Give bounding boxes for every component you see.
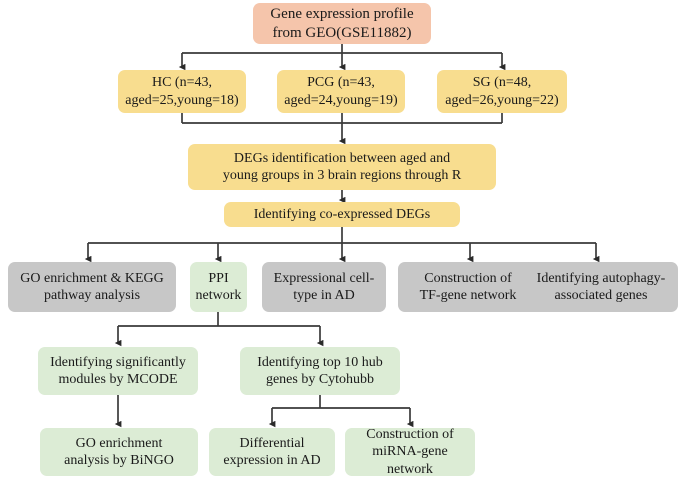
node-autophagy-line2: associated genes bbox=[554, 288, 648, 303]
node-go-kegg-line2: pathway analysis bbox=[43, 288, 141, 303]
node-degs-line1: DEGs identification between aged and bbox=[233, 150, 451, 166]
node-mcode-modules[interactable]: Identifying significantly modules by MCO… bbox=[38, 347, 198, 395]
node-hc-line2: aged=25,young=18) bbox=[125, 92, 239, 108]
node-mirna-line2: miRNA-gene network bbox=[372, 444, 448, 477]
node-celltype-line2: type in AD bbox=[293, 288, 355, 303]
node-mirna-gene-network[interactable]: Construction of miRNA-gene network bbox=[345, 427, 475, 477]
node-ppi-network[interactable]: PPI network bbox=[190, 262, 247, 312]
node-bingo-line2: analysis by BiNGO bbox=[64, 453, 174, 468]
node-tf-line2: TF-gene network bbox=[419, 288, 517, 303]
node-mirna-line1: Construction of bbox=[366, 427, 454, 443]
node-coexpressed-label: Identifying co-expressed DEGs bbox=[253, 206, 431, 222]
node-go-kegg[interactable]: GO enrichment & KEGG pathway analysis bbox=[8, 262, 176, 312]
node-pcg[interactable]: PCG (n=43, aged=24,young=19) bbox=[277, 70, 405, 113]
node-diffad-line1: Differential bbox=[239, 435, 305, 451]
node-cytohubb-line1: Identifying top 10 hub bbox=[257, 354, 383, 370]
node-degs-identification[interactable]: DEGs identification between aged and you… bbox=[188, 144, 496, 190]
node-sg-line2: aged=26,young=22) bbox=[445, 92, 559, 108]
node-mcode-line2: modules by MCODE bbox=[58, 372, 178, 387]
node-tf-gene-network[interactable]: Construction of TF-gene network bbox=[398, 262, 538, 312]
node-tf-line1: Construction of bbox=[424, 270, 512, 286]
node-hc[interactable]: HC (n=43, aged=25,young=18) bbox=[118, 70, 246, 113]
node-coexpressed-degs[interactable]: Identifying co-expressed DEGs bbox=[224, 202, 460, 227]
node-cytohubb-line2: genes by Cytohubb bbox=[265, 372, 375, 387]
node-ppi-line2: network bbox=[195, 288, 242, 303]
node-expressional-cell-type[interactable]: Expressional cell- type in AD bbox=[262, 262, 386, 312]
node-degs-line2: young groups in 3 brain regions through … bbox=[222, 168, 462, 183]
node-diffad-line2: expression in AD bbox=[223, 453, 321, 468]
node-go-kegg-line1: GO enrichment & KEGG bbox=[20, 270, 164, 286]
node-pcg-line1: PCG (n=43, bbox=[307, 75, 375, 91]
node-source[interactable]: Gene expression profile from GEO(GSE1188… bbox=[253, 3, 431, 44]
node-celltype-line1: Expressional cell- bbox=[273, 270, 375, 286]
node-pcg-line2: aged=24,young=19) bbox=[284, 92, 398, 108]
node-source-line1: Gene expression profile bbox=[270, 6, 414, 23]
node-autophagy-line1: Identifying autophagy- bbox=[536, 270, 666, 286]
node-source-line2: from GEO(GSE11882) bbox=[272, 24, 412, 41]
node-mcode-line1: Identifying significantly bbox=[50, 354, 186, 370]
node-autophagy-genes[interactable]: Identifying autophagy- associated genes bbox=[524, 262, 678, 312]
node-hc-line1: HC (n=43, bbox=[151, 75, 212, 91]
node-bingo-line1: GO enrichment bbox=[75, 435, 163, 451]
node-sg-line1: SG (n=48, bbox=[472, 75, 532, 91]
node-ppi-line1: PPI bbox=[208, 270, 229, 286]
node-sg[interactable]: SG (n=48, aged=26,young=22) bbox=[437, 70, 567, 113]
node-cytohubb-hub-genes[interactable]: Identifying top 10 hub genes by Cytohubb bbox=[240, 347, 400, 395]
node-differential-expression-ad[interactable]: Differential expression in AD bbox=[209, 428, 335, 476]
node-bingo-enrichment[interactable]: GO enrichment analysis by BiNGO bbox=[40, 428, 198, 476]
